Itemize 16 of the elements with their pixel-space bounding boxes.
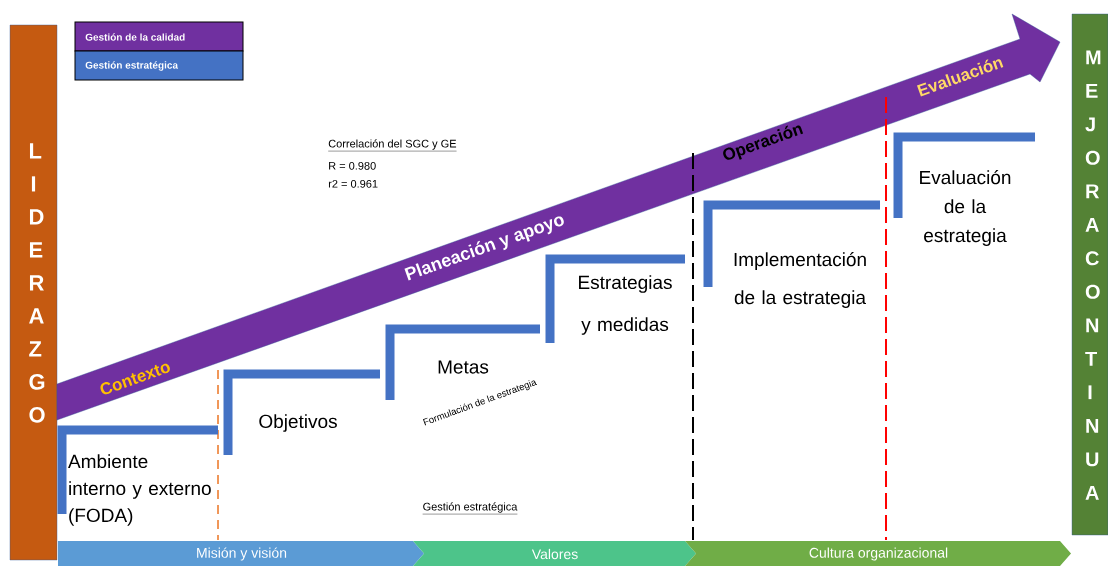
correlation-note: r2 = 0.961	[328, 179, 378, 188]
chevron-band: Misión y visión	[58, 541, 424, 566]
correlation-note: Correlación del SGC y GE	[328, 139, 457, 152]
vertical-bar: LIDERAZGO	[9, 24, 58, 561]
legend-item: Gestión de la calidad	[74, 21, 244, 52]
chevron-band: Cultura organizacional	[685, 541, 1071, 566]
stair-step: Evaluación de la estrategia	[893, 132, 1035, 246]
correlation-note: R = 0.980	[329, 161, 376, 170]
section-label: Gestión estratégica	[422, 502, 518, 515]
legend-item: Gestión estratégica	[74, 50, 244, 81]
vertical-bar: MEJORA CONTINUA	[1071, 13, 1108, 536]
stair-step: Estrategias y medidas	[545, 254, 685, 343]
stair-step: Implementación de la estrategia	[703, 200, 880, 308]
chevron-band: Valores	[413, 541, 696, 566]
stair-step: Ambiente interno y externo (FODA)	[57, 425, 218, 526]
stair-step: Objetivos	[223, 369, 380, 455]
